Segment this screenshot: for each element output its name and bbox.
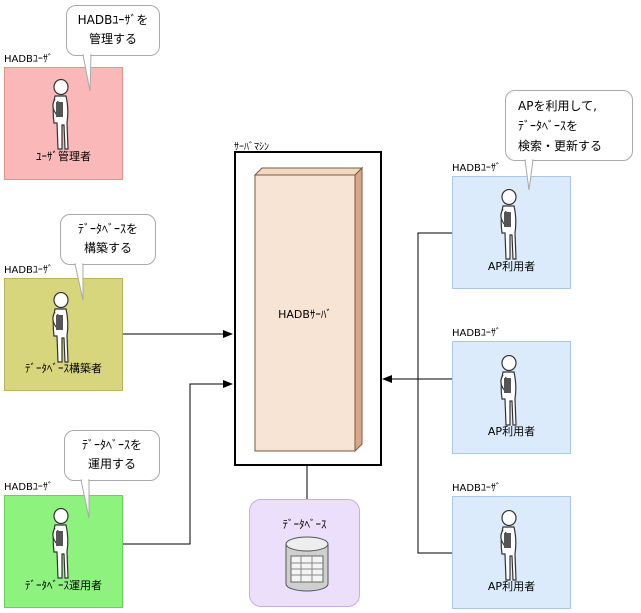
admin-bubble-line-1: HADBﾕｰｻﾞを	[77, 13, 149, 27]
ap-user-1-name: AP利用者	[487, 260, 536, 273]
ap-user-3-role-label: HADBﾕｰｻﾞ	[452, 483, 501, 494]
builder-bubble-line-2: 構築する	[83, 241, 132, 255]
builder-bubble-line-1: ﾃﾞｰﾀﾍﾞｰｽを	[77, 222, 138, 236]
operator-bubble-line-2: 運用する	[87, 457, 136, 471]
admin-bubble-line-2: 管理する	[88, 32, 137, 46]
builder-speech-bubble: ﾃﾞｰﾀﾍﾞｰｽを 構築する	[60, 214, 156, 265]
builder-person-icon	[49, 292, 71, 364]
builder-name: ﾃﾞｰﾀﾍﾞｰｽ構築者	[25, 362, 102, 375]
ap-user-2-role-label: HADBﾕｰｻﾞ	[452, 328, 501, 339]
operator-name: ﾃﾞｰﾀﾍﾞｰｽ運用者	[25, 579, 102, 592]
ap-bubble-line-2: ﾃﾞｰﾀﾍﾞｰｽを	[518, 119, 579, 133]
ap-speech-bubble: APを利用して, ﾃﾞｰﾀﾍﾞｰｽを 検索・更新する	[505, 90, 633, 161]
admin-role-label: HADBﾕｰｻﾞ	[4, 54, 53, 65]
ap-user-3-person-icon	[497, 510, 519, 582]
arrow-operator-to-server	[122, 380, 233, 545]
ap-user-2-name: AP利用者	[487, 425, 536, 438]
database-label: ﾃﾞｰﾀﾍﾞｰｽ	[282, 518, 327, 531]
hadb-server-block	[253, 166, 364, 453]
ap-bubble-line-3: 検索・更新する	[518, 139, 603, 153]
hadb-server-label: HADBｻｰﾊﾞ	[278, 308, 332, 321]
operator-person-icon	[49, 508, 71, 580]
operator-role-label: HADBﾕｰｻﾞ	[4, 482, 53, 493]
ap-bubble-tail	[524, 159, 534, 191]
operator-bubble-line-1: ﾃﾞｰﾀﾍﾞｰｽを	[81, 438, 142, 452]
admin-person-icon	[49, 79, 71, 151]
builder-bubble-tail	[74, 263, 84, 301]
server-machine-label: ｻｰﾊﾞﾏｼﾝ	[234, 142, 269, 153]
ap-bubble-line-1: APを利用して,	[518, 99, 597, 113]
builder-role-label: HADBﾕｰｻﾞ	[4, 265, 53, 276]
admin-bubble-tail	[82, 54, 92, 92]
admin-name: ﾕｰｻﾞ管理者	[36, 150, 91, 163]
ap-bracket-line	[417, 232, 452, 554]
ap-user-2-person-icon	[497, 355, 519, 427]
operator-speech-bubble: ﾃﾞｰﾀﾍﾞｰｽを 運用する	[64, 430, 160, 481]
operator-bubble-tail	[80, 479, 90, 519]
admin-speech-bubble: HADBﾕｰｻﾞを 管理する	[66, 5, 160, 56]
ap-user-3-name: AP利用者	[487, 580, 536, 593]
ap-user-1-person-icon	[497, 189, 519, 261]
database-cylinder-icon	[285, 536, 329, 592]
ap-user-1-role-label: HADBﾕｰｻﾞ	[452, 163, 501, 174]
